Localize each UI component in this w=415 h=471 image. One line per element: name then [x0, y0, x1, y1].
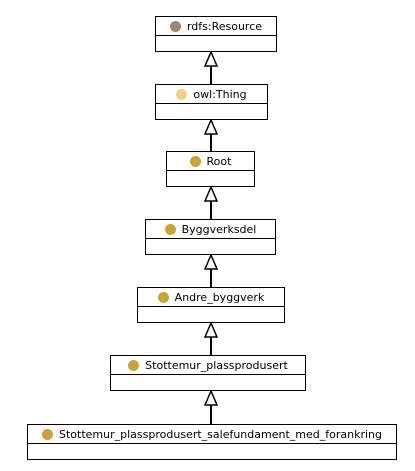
class-node-rdfs-resource[interactable]: rdfs:Resource [155, 16, 277, 52]
class-label: Stottemur_plassprodusert_salefundament_m… [59, 427, 382, 441]
subclass-arrowhead [203, 253, 219, 270]
class-node-header: Stottemur_plassprodusert [111, 356, 305, 375]
class-node-body [146, 239, 275, 255]
class-node-andre-byggverk[interactable]: Andre_byggverk [137, 287, 285, 323]
subclass-arrowhead [203, 389, 219, 406]
class-icon [42, 428, 54, 440]
class-node-stottemur-plassprodusert[interactable]: Stottemur_plassprodusert [110, 355, 306, 391]
class-icon [128, 359, 140, 371]
class-node-body [138, 307, 284, 323]
class-node-body [28, 444, 396, 460]
class-icon [169, 20, 181, 32]
class-node-header: Andre_byggverk [138, 288, 284, 307]
class-node-header: rdfs:Resource [156, 17, 276, 36]
class-label: Root [206, 154, 232, 168]
class-node-header: Byggverksdel [146, 220, 275, 239]
class-node-root[interactable]: Root [166, 151, 255, 187]
class-icon [157, 291, 169, 303]
subclass-arrowhead [203, 185, 219, 202]
class-label: Byggverksdel [181, 222, 257, 236]
subclass-arrowhead [203, 321, 219, 338]
class-icon [164, 223, 176, 235]
class-label: Stottemur_plassprodusert [145, 358, 288, 372]
class-node-byggverksdel[interactable]: Byggverksdel [145, 219, 276, 255]
subclass-arrowhead [203, 50, 219, 67]
class-node-owl-thing[interactable]: owl:Thing [155, 84, 268, 120]
class-label: owl:Thing [193, 87, 247, 101]
class-node-body [156, 36, 276, 52]
class-node-body [156, 104, 267, 120]
class-label: Andre_byggverk [174, 290, 265, 304]
class-node-header: owl:Thing [156, 85, 267, 104]
class-node-header: Root [167, 152, 254, 171]
class-icon [176, 88, 188, 100]
class-node-header: Stottemur_plassprodusert_salefundament_m… [28, 425, 396, 444]
class-node-body [111, 375, 305, 391]
subclass-arrowhead [203, 118, 219, 135]
class-icon [189, 155, 201, 167]
class-label: rdfs:Resource [186, 19, 263, 33]
class-node-body [167, 171, 254, 187]
class-node-stottemur-salefundament[interactable]: Stottemur_plassprodusert_salefundament_m… [27, 424, 397, 460]
